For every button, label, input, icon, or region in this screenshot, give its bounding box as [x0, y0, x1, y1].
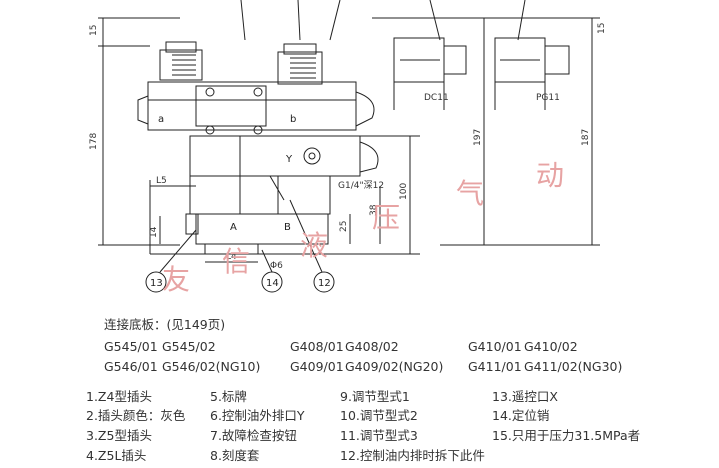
watermark-char: 液 [300, 229, 329, 262]
base-plate-code: G408/01 [290, 339, 344, 354]
base-plate-code: G546/01 [104, 359, 158, 374]
callout-14: 14 [266, 278, 279, 289]
watermark-char: 动 [536, 159, 565, 192]
base-plate-code: G545/02 [162, 339, 216, 354]
legend-item: 4.Z5L插头 [86, 448, 147, 463]
watermark-char: 友 [162, 263, 191, 296]
view-dc11: DC11 [424, 93, 449, 103]
port-a: a [158, 114, 164, 125]
port-b: b [290, 114, 296, 125]
legend-item: 5.标牌 [210, 389, 247, 404]
callout-13: 13 [150, 278, 163, 289]
valve-drawing: 15 178 197 187 15 L5 L4 14 100 38 25 Φ6 … [89, 0, 607, 293]
dim-phi6: Φ6 [270, 261, 283, 271]
legend-item: 2.插头颜色：灰色 [86, 408, 186, 423]
port-A: A [230, 222, 237, 233]
port-B: B [284, 222, 291, 233]
dim-38: 38 [369, 204, 379, 216]
callout-12: 12 [318, 278, 331, 289]
base-plate-code: G410/01 [468, 339, 522, 354]
base-plate-title: 连接底板：(见149页) [104, 317, 226, 332]
dim-l5: L5 [156, 176, 167, 186]
port-Y: Y [285, 154, 293, 165]
legend-item: 10.调节型式2 [340, 408, 418, 423]
legend-item: 13.遥控口X [492, 389, 558, 404]
dim-100: 100 [399, 183, 409, 200]
legend-item: 9.调节型式1 [340, 389, 410, 404]
legend-item: 11.调节型式3 [340, 428, 418, 443]
dim-15-right: 15 [597, 23, 607, 34]
legend-item: 8.刻度套 [210, 448, 260, 463]
base-plate-code: G545/01 [104, 339, 158, 354]
base-plate-code: G411/01 [468, 359, 522, 374]
dim-197: 197 [473, 129, 483, 146]
dim-l4: L4 [226, 252, 237, 262]
legend-item: 7.故障检查按钮 [210, 428, 297, 443]
legend-item: 14.定位销 [492, 408, 550, 423]
base-plate-code: G409/02(NG20) [345, 359, 444, 374]
legend-item: 6.控制油外排口Y [210, 408, 305, 423]
legend-item: 3.Z5型插头 [86, 428, 152, 443]
base-plate-code: G410/02 [524, 339, 578, 354]
view-pg11: PG11 [536, 93, 560, 103]
dim-178: 178 [89, 133, 99, 150]
base-plate-code: G408/02 [345, 339, 399, 354]
base-plate-code: G409/01 [290, 359, 344, 374]
dim-187: 187 [581, 129, 591, 146]
dim-25: 25 [339, 221, 349, 232]
thread-note: G1/4"深12 [338, 180, 384, 191]
base-plate-code: G546/02(NG10) [162, 359, 261, 374]
watermark-char: 压 [372, 201, 401, 234]
base-plate-code: G411/02(NG30) [524, 359, 623, 374]
dim-15: 15 [89, 25, 99, 36]
watermark-char: 信 [222, 245, 251, 278]
legend-item: 12.控制油内排时拆下此件 [340, 448, 485, 463]
watermark-char: 气 [456, 177, 485, 210]
legend-item: 1.Z4型插头 [86, 389, 152, 404]
legend-item: 15.只用于压力31.5MPa者 [492, 428, 641, 443]
dim-14: 14 [149, 226, 159, 238]
